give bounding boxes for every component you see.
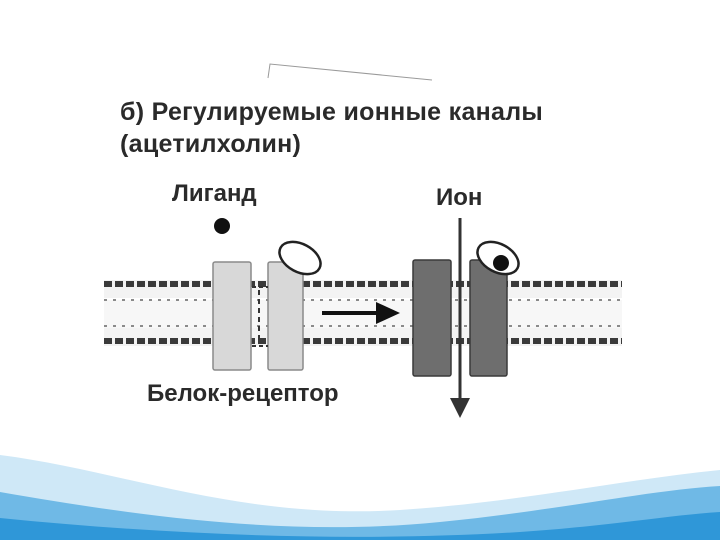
- decorative-waves: [0, 455, 720, 540]
- transition-arrow-icon: [322, 302, 400, 324]
- open-channel: [412, 240, 520, 377]
- binding-site-empty: [278, 240, 322, 276]
- closed-channel: [212, 218, 322, 371]
- open-channel-subunit-right: [469, 259, 508, 377]
- closed-channel-subunit-left: [212, 261, 252, 371]
- ligand-label: Лиганд: [172, 180, 257, 207]
- wave-mid: [0, 486, 720, 540]
- closed-channel-subunit-right: [267, 261, 304, 371]
- ion-flow-arrow-icon: [450, 218, 470, 418]
- bound-ligand-dot-icon: [493, 255, 509, 271]
- slide-corner-line: [267, 63, 433, 81]
- wave-dark: [0, 512, 720, 540]
- ligand-dot-icon: [214, 218, 230, 234]
- ion-label: Ион: [436, 184, 483, 211]
- receptor-protein-label: Белок-рецептор: [147, 380, 339, 407]
- slide-title-line-1: б) Регулируемые ионные каналы: [120, 98, 544, 126]
- slide-title-line-2: (ацетилхолин): [120, 130, 302, 158]
- open-channel-subunit-left: [412, 259, 452, 377]
